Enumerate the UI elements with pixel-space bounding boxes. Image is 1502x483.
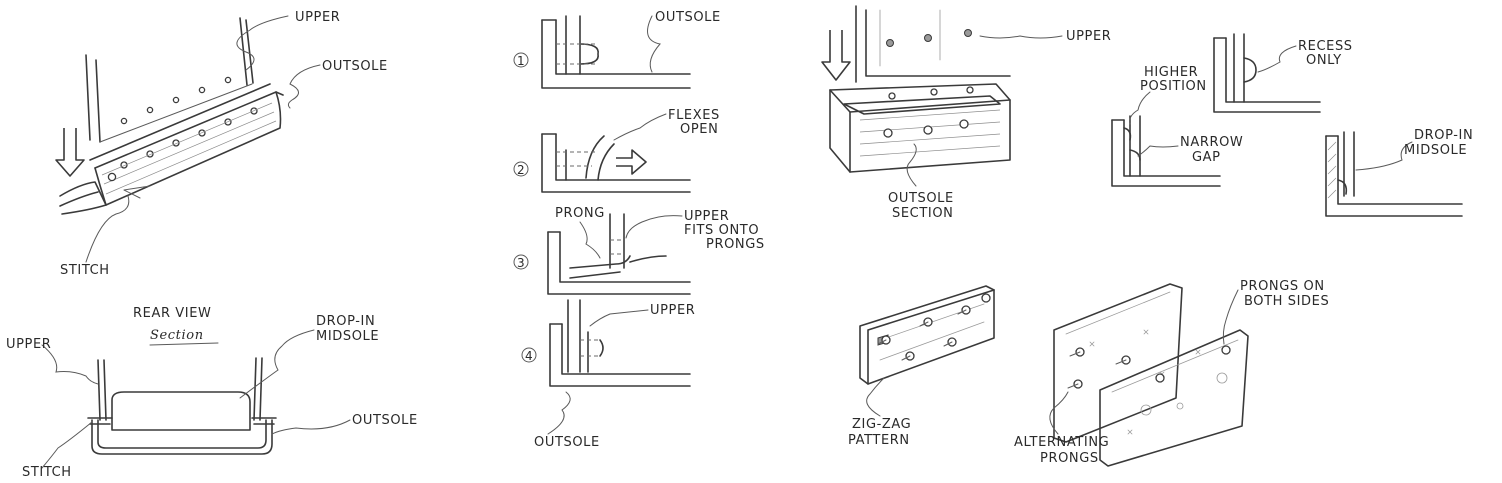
leader-stitch-2 — [41, 421, 93, 469]
label-gap: GAP — [1192, 150, 1221, 165]
label-narrow: NARROW — [1180, 135, 1243, 150]
higher-position-sketch — [1111, 115, 1221, 187]
label-flexes: FLEXES — [668, 108, 720, 123]
label-upper-block: UPPER — [1066, 29, 1111, 44]
label-prongs-on: PRONGS ON — [1240, 279, 1325, 294]
leader-narrow-gap — [1137, 145, 1179, 157]
svg-text:3: 3 — [517, 256, 525, 270]
leader-upper-2 — [41, 344, 99, 385]
label-dropin-3a: DROP-IN — [1414, 128, 1473, 143]
step-2-marker: 2 — [513, 161, 529, 177]
label-dropin-2a: DROP-IN — [316, 314, 375, 329]
leader-outsole-step4 — [547, 391, 571, 435]
label-prong: PRONG — [555, 206, 605, 221]
label-outsole-step4: OUTSOLE — [534, 435, 600, 450]
recess-only-sketch — [1213, 33, 1321, 113]
leader-flexes — [613, 113, 667, 141]
label-upper-fits-3: PRONGS — [706, 237, 765, 252]
label-outsole-section-1: OUTSOLE — [888, 191, 954, 206]
label-outsole-1: OUTSOLE — [322, 59, 388, 74]
label-higher: HIGHER — [1144, 65, 1198, 80]
label-upper-1: UPPER — [295, 10, 340, 25]
step-4-sketch — [549, 299, 691, 387]
leader-outsole-step1 — [647, 15, 661, 73]
step-1-marker: 1 — [513, 52, 529, 68]
step-2-sketch — [541, 133, 691, 193]
leader-outsole-section — [906, 143, 917, 187]
step-3-marker: 3 — [513, 254, 529, 270]
label-upper-2: UPPER — [6, 337, 51, 352]
leader-upper-block — [979, 35, 1063, 39]
label-upper-fits-2: FITS ONTO — [684, 223, 759, 238]
leader-prongs-on — [1222, 289, 1239, 345]
label-outsole-2: OUTSOLE — [352, 413, 418, 428]
leader-upper-1 — [236, 15, 289, 71]
step-4-marker: 4 — [521, 347, 537, 363]
leader-dropin-2 — [239, 329, 315, 399]
label-dropin-3b: MIDSOLE — [1404, 143, 1467, 158]
zigzag-panel-sketch — [859, 285, 995, 385]
label-position: POSITION — [1140, 79, 1207, 94]
svg-text:4: 4 — [525, 349, 533, 363]
leader-recess — [1257, 45, 1297, 73]
leader-upper-step4 — [589, 309, 649, 327]
label-stitch-2: STITCH — [22, 465, 72, 480]
alternating-prongs-sketch — [1053, 283, 1249, 467]
leader-higher-position — [1129, 91, 1151, 125]
leader-outsole-2 — [271, 419, 351, 435]
label-outsole-section-2: SECTION — [892, 206, 953, 221]
label-recess: RECESS — [1298, 39, 1353, 54]
label-zigzag: ZIG-ZAG — [852, 417, 911, 432]
step-3-sketch — [547, 213, 691, 295]
svg-text:2: 2 — [517, 163, 525, 177]
section-underline — [149, 342, 219, 346]
label-pattern: PATTERN — [848, 433, 910, 448]
drop-in-midsole-sketch — [1325, 131, 1463, 217]
leader-upper-fits — [625, 215, 683, 239]
label-outsole-step1: OUTSOLE — [655, 10, 721, 25]
step-1-sketch — [541, 15, 691, 89]
label-section: Section — [150, 328, 204, 343]
stitched-sole-perspective-sketch — [55, 17, 284, 215]
leader-zigzag — [866, 377, 885, 417]
label-prongs: PRONGS — [1040, 451, 1099, 466]
label-both-sides: BOTH SIDES — [1244, 294, 1329, 309]
label-rear-view: REAR VIEW — [133, 306, 212, 321]
label-upper-step4: UPPER — [650, 303, 695, 318]
svg-text:1: 1 — [517, 54, 525, 68]
rear-view-section-sketch — [87, 357, 277, 455]
leader-alternating — [1049, 391, 1069, 435]
label-stitch-1: STITCH — [60, 263, 110, 278]
label-upper-fits-1: UPPER — [684, 209, 729, 224]
label-alternating: ALTERNATING — [1014, 435, 1109, 450]
leader-dropin-3 — [1355, 141, 1413, 171]
leader-stitch — [85, 195, 130, 263]
label-open: OPEN — [680, 122, 718, 137]
leader-prong — [579, 221, 601, 259]
label-only: ONLY — [1306, 53, 1342, 68]
label-dropin-2b: MIDSOLE — [316, 329, 379, 344]
leader-outsole-1 — [287, 64, 321, 109]
outsole-section-block-sketch — [821, 5, 1011, 173]
